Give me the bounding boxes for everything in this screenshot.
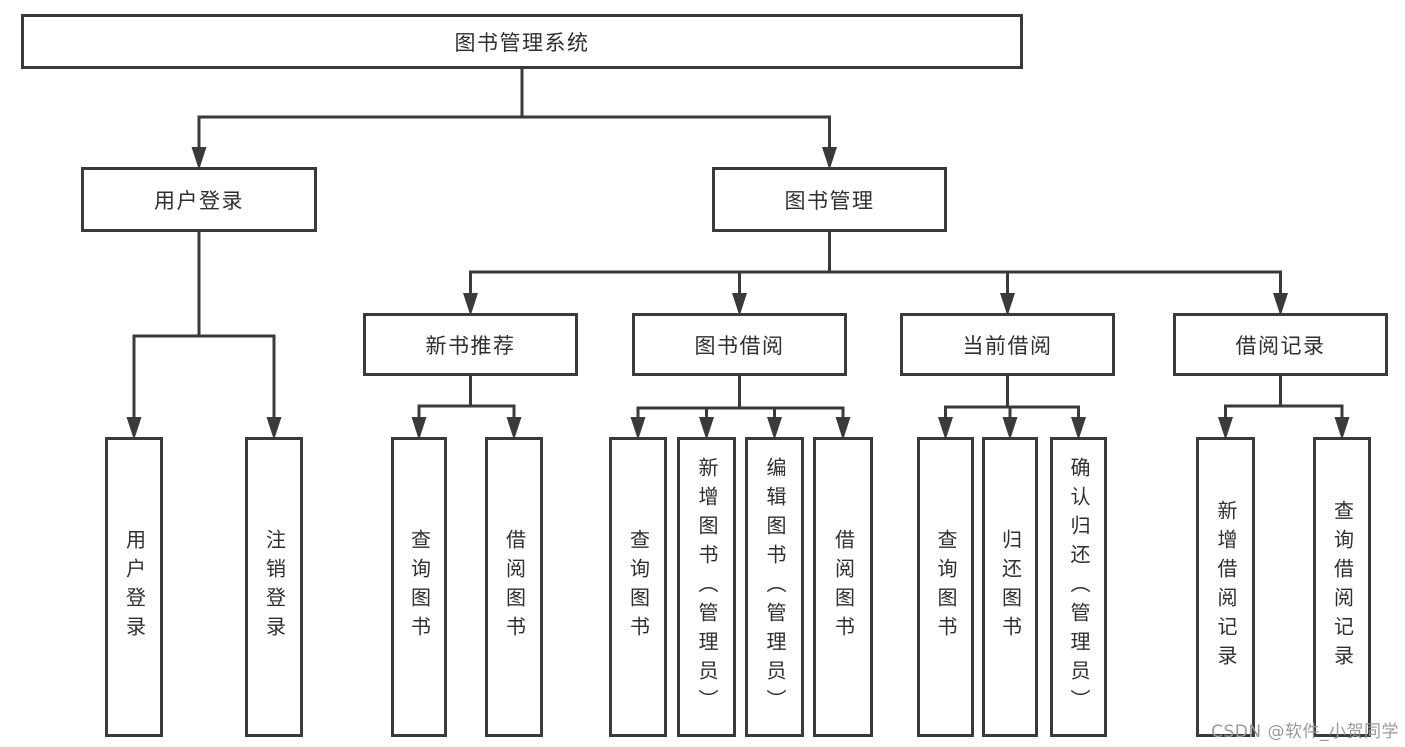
node-label: 借阅图书: [502, 529, 527, 645]
node-label: 查询图书: [626, 529, 651, 645]
node-label: 归还图书: [998, 529, 1023, 645]
node-b2: 新增图书（管理员）: [677, 437, 736, 737]
node-b1: 查询图书: [609, 437, 667, 737]
node-label: 当前借阅: [962, 333, 1053, 358]
node-u1: 用户登录: [105, 437, 163, 737]
node-u2: 注销登录: [245, 437, 303, 737]
watermark: CSDN @软件_小贺同学: [1211, 722, 1399, 742]
node-label: 用户登录: [122, 529, 147, 645]
node-label: 图书管理: [784, 188, 875, 213]
node-label: 借阅图书: [831, 529, 856, 645]
node-label: 图书管理系统: [454, 30, 590, 55]
node-n2: 借阅图书: [485, 437, 543, 737]
node-label: 注销登录: [262, 529, 287, 645]
node-book-mgmt: 图书管理: [712, 167, 947, 232]
node-r1: 新增借阅记录: [1196, 437, 1255, 737]
node-label: 查询图书: [934, 529, 958, 645]
node-root: 图书管理系统: [21, 14, 1023, 69]
node-label: 确认归还（管理员）: [1067, 456, 1091, 718]
node-new-book-rec: 新书推荐: [363, 313, 578, 376]
node-c1: 查询图书: [917, 437, 974, 737]
node-c2: 归还图书: [982, 437, 1038, 737]
node-current-borrow: 当前借阅: [900, 313, 1115, 376]
node-book-borrow: 图书借阅: [632, 313, 847, 376]
node-label: 新增图书（管理员）: [695, 456, 719, 718]
node-label: 查询图书: [407, 529, 432, 645]
node-n1: 查询图书: [391, 437, 447, 737]
node-r2: 查询借阅记录: [1313, 437, 1371, 737]
node-borrow-records: 借阅记录: [1173, 313, 1388, 376]
node-b4: 借阅图书: [813, 437, 873, 737]
node-label: 查询借阅记录: [1330, 500, 1355, 674]
node-label: 用户登录: [154, 188, 244, 213]
node-label: 借阅记录: [1235, 333, 1326, 358]
node-b3: 编辑图书（管理员）: [745, 437, 804, 737]
node-label: 新增借阅记录: [1214, 500, 1238, 674]
node-label: 图书借阅: [694, 333, 785, 358]
node-c3: 确认归还（管理员）: [1050, 437, 1107, 737]
node-label: 编辑图书（管理员）: [763, 456, 787, 718]
node-label: 新书推荐: [425, 333, 516, 358]
node-user-login: 用户登录: [81, 167, 317, 232]
